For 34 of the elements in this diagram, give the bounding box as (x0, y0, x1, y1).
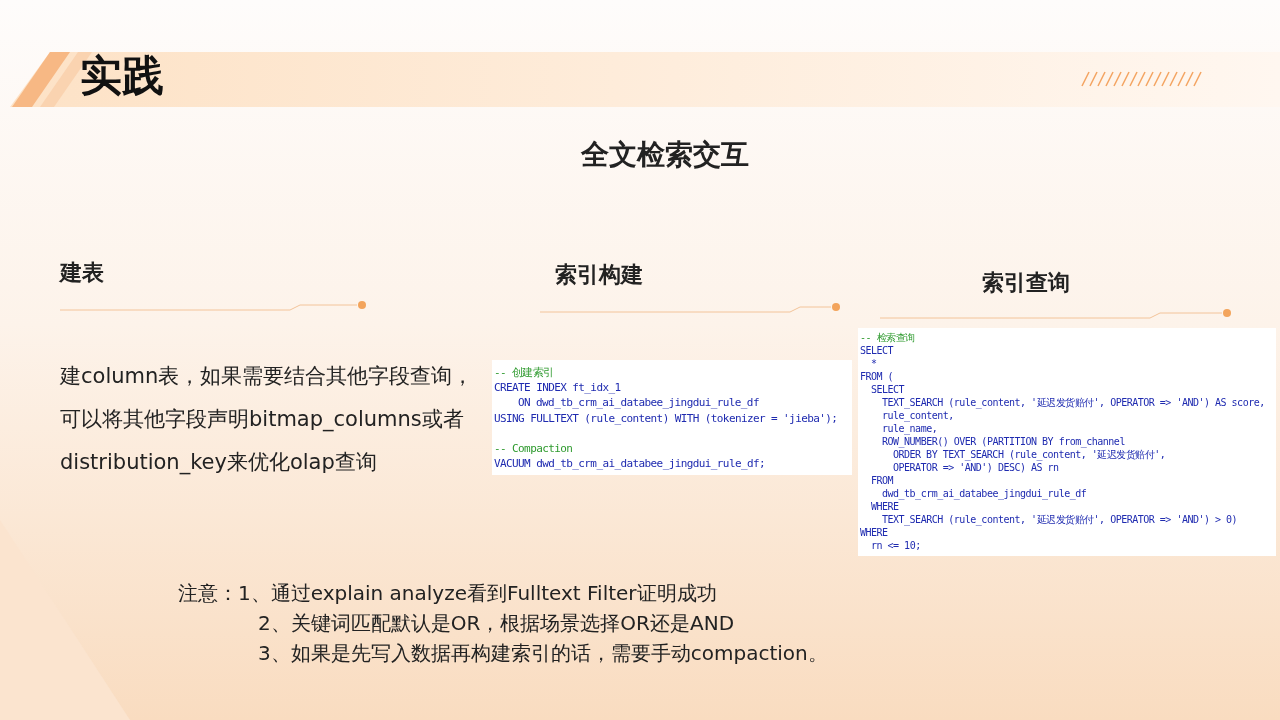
code-line: FROM (871, 474, 894, 487)
code-line: USING FULLTEXT (rule_content) WITH (tokenizer = 'jieba'); (494, 410, 838, 426)
code-line: rn <= 10; (871, 539, 921, 552)
section-heading: 全文检索交互 (580, 137, 750, 173)
code-line: ON dwd_tb_crm_ai_databee_jingdui_rule_df (518, 395, 759, 411)
code-line: CREATE INDEX ft_idx_1 (494, 380, 621, 396)
code-panel (492, 360, 852, 475)
note-text: 3、如果是先写入数据再构建索引的话，需要手动compaction。 (258, 640, 828, 667)
code-line: -- 创建索引 (494, 365, 554, 381)
code-panel (858, 328, 1276, 556)
code-line: -- Compaction (494, 440, 573, 456)
code-line: WHERE (871, 500, 899, 513)
note-text: 注意：1、通过explain analyze看到Fulltext Filter证明成功 (178, 580, 717, 607)
code-line: SELECT (860, 344, 894, 357)
code-line: dwd_tb_crm_ai_databee_jingdui_rule_df (882, 487, 1087, 500)
code-line: VACUUM dwd_tb_crm_ai_databee_jingdui_rule_df; (494, 456, 765, 472)
note-text: 2、关键词匹配默认是OR，根据场景选择OR还是AND (258, 610, 735, 637)
code-line: SELECT (871, 383, 905, 396)
description-text: 建column表，如果需要结合其他字段查询，可以将其他字段声明bitmap_columns或者distribution_key来优化olap查询 (60, 363, 475, 477)
code-line: FROM ( (860, 370, 894, 383)
column-heading: 索引查询 (982, 269, 1070, 297)
code-line: WHERE (860, 526, 888, 539)
code-line: TEXT_SEARCH (rule_content, '延迟发货赔付', OPERATOR => 'AND') AS score, (882, 396, 1265, 409)
code-line: TEXT_SEARCH (rule_content, '延迟发货赔付', OPERATOR => 'AND') > 0) (882, 513, 1238, 526)
code-line: rule_name, (882, 422, 938, 435)
column-heading: 建表 (60, 259, 104, 287)
code-line: ROW_NUMBER() OVER (PARTITION BY from_channel (882, 435, 1125, 448)
code-line: * (871, 357, 877, 370)
column-heading: 索引构建 (555, 261, 643, 289)
code-line: rule_content, (882, 409, 954, 422)
page-title: 实践 (80, 50, 164, 102)
code-line: ORDER BY TEXT_SEARCH (rule_content, '延迟发货赔付', (893, 448, 1166, 461)
code-line: -- 检索查询 (860, 331, 915, 344)
code-line: OPERATOR => 'AND') DESC) AS rn (893, 461, 1059, 474)
